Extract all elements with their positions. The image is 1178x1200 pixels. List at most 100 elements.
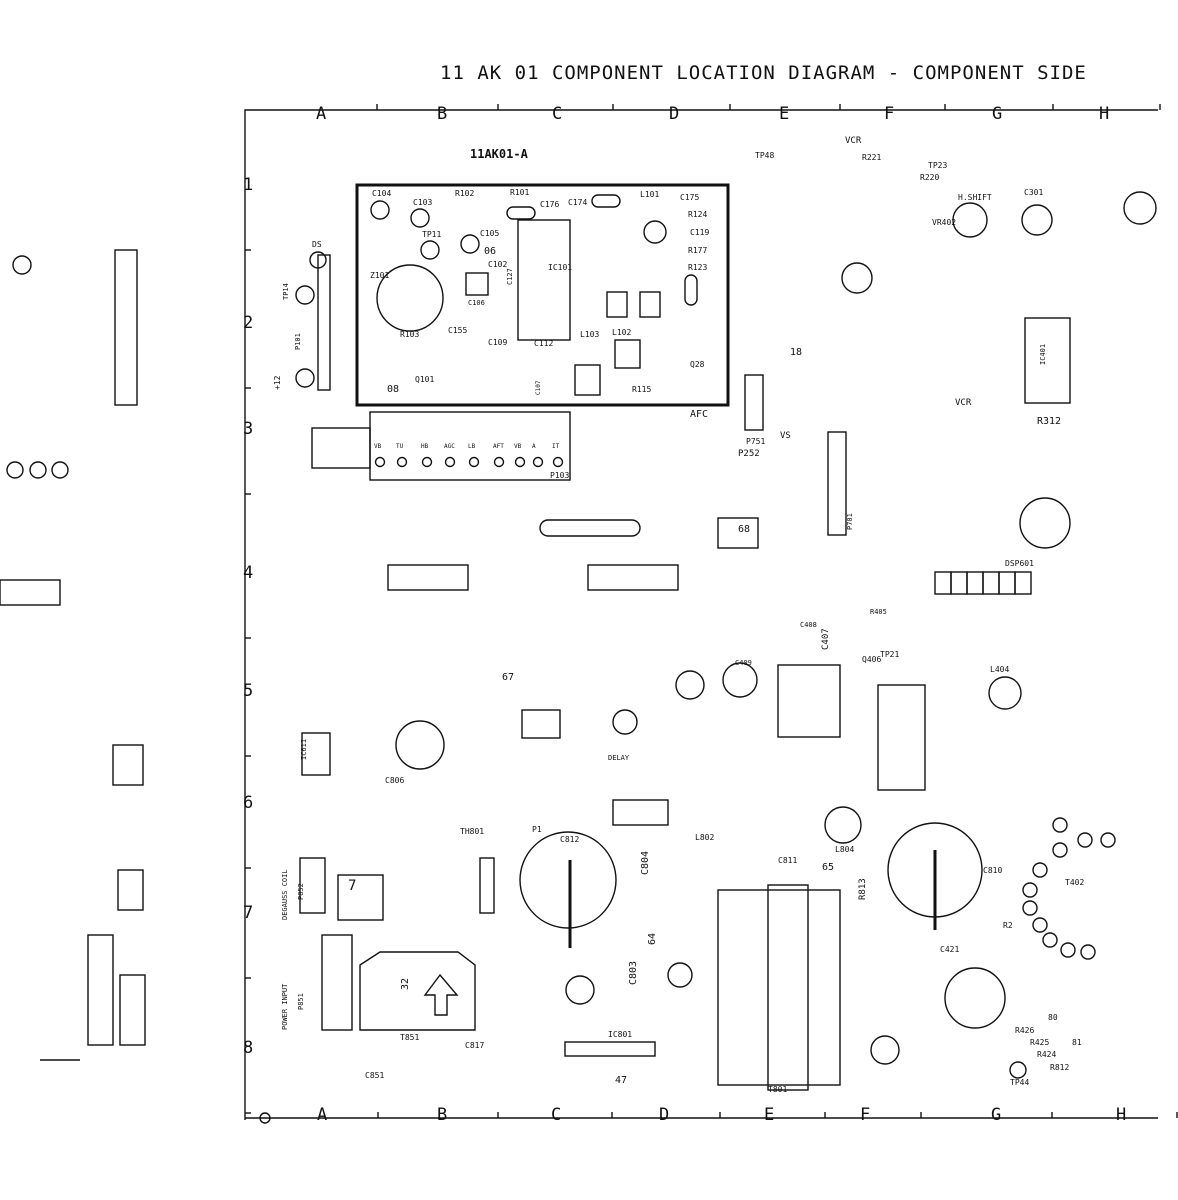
tuner-pin: [493, 456, 505, 468]
component-label: C421: [940, 945, 959, 954]
tuner-pin-label: VB: [374, 443, 382, 450]
component-label: C102: [488, 260, 507, 269]
component-label: P701: [846, 513, 854, 530]
component-label: Q406: [862, 655, 881, 664]
diagram-title: 11 AK 01 COMPONENT LOCATION DIAGRAM - CO…: [440, 62, 1087, 84]
component-label: P751: [746, 437, 765, 446]
component-label: TP14: [282, 283, 290, 300]
t851-heatsink: [359, 951, 476, 1031]
component-label: C106: [468, 299, 485, 307]
winding-pin: [1080, 944, 1096, 960]
arrow-up-icon: [423, 973, 459, 1016]
th801-box: [479, 857, 495, 914]
dsp601-pin: [982, 571, 1000, 595]
component-label: R405: [870, 608, 887, 616]
component-label: 65: [822, 862, 834, 873]
board-frame: [244, 109, 1158, 1124]
board-label: 11AK01-A: [470, 147, 529, 161]
component-label: C810: [983, 866, 1002, 875]
if-module-outline: [355, 183, 730, 407]
tuner-pin-label: AFT: [493, 443, 504, 450]
l404-circle: [988, 676, 1022, 710]
column-label-bottom: C: [551, 1105, 561, 1125]
component-label: P103: [550, 471, 569, 480]
c806-circle: [395, 720, 445, 770]
tuner-pin-label: AGC: [444, 443, 455, 450]
component-label: C109: [488, 338, 507, 347]
winding-pin: [1032, 862, 1048, 878]
component-label: R813: [858, 878, 868, 900]
component-label: DEGAUSS COIL: [281, 869, 289, 920]
c803-circle: [565, 975, 595, 1005]
tuner-pin-label: A: [532, 443, 536, 450]
l804-circle: [824, 806, 862, 844]
tuner-pin: [552, 456, 564, 468]
component-label: R124: [688, 210, 707, 219]
component-label: T402: [1065, 878, 1084, 887]
winding-pin: [1052, 842, 1068, 858]
component-label: 68: [738, 524, 750, 535]
component-label: +12: [273, 375, 282, 390]
component-label: R103: [400, 330, 419, 339]
component-label: C112: [534, 339, 553, 348]
tp11-circle: [420, 240, 440, 260]
component-label: R312: [1037, 416, 1061, 427]
row-label: 6: [243, 793, 253, 813]
t803-box: [777, 664, 841, 738]
component-label: 64: [647, 933, 658, 945]
t851-box: [337, 874, 384, 921]
component-label: TP21: [880, 650, 899, 659]
p11-box: [587, 564, 679, 591]
t402-winding-circles: [1022, 817, 1116, 960]
tp14-circle: [295, 285, 315, 305]
component-label: R123: [688, 263, 707, 272]
ds-circle: [309, 251, 327, 269]
c802-circle: [667, 962, 693, 988]
c413-circle: [841, 262, 873, 294]
component-label: IC401: [1039, 344, 1047, 365]
column-label-bottom: E: [764, 1105, 774, 1125]
component-label: R177: [688, 246, 707, 255]
component-label: 7: [348, 878, 356, 894]
p701-connector: [827, 431, 847, 536]
component-label: TH801: [460, 827, 484, 836]
c113-box: [574, 364, 601, 396]
c901-box: [521, 709, 561, 739]
tuner-pin: [444, 456, 456, 468]
component-label: R812: [1050, 1063, 1069, 1072]
tuner-pin-label: IT: [552, 443, 560, 450]
component-label: Q28: [690, 360, 705, 369]
c301-circle: [1021, 204, 1053, 236]
component-label: L804: [835, 845, 854, 854]
c121-circle: [643, 220, 667, 244]
component-label: TP48: [755, 151, 774, 160]
p751-connector: [744, 374, 764, 431]
component-label: P851: [297, 993, 305, 1010]
winding-pin: [1052, 817, 1068, 833]
winding-pin: [1100, 832, 1116, 848]
column-label-top: E: [779, 104, 789, 124]
component-label: L404: [990, 665, 1009, 674]
component-label: AFC: [690, 409, 708, 420]
component-label: TP23: [928, 161, 947, 170]
tuner-pin: [514, 456, 526, 468]
component-label: TP44: [1010, 1078, 1029, 1087]
dsp601-pin: [966, 571, 984, 595]
component-label: POWER INPUT: [281, 983, 289, 1030]
p851-connector: [321, 934, 353, 1031]
tuner-pin: [374, 456, 386, 468]
ic101-body: [517, 219, 571, 341]
tp-circle: [295, 368, 315, 388]
winding-pin: [1060, 942, 1076, 958]
component-label: C176: [540, 200, 559, 209]
component-label: R426: [1015, 1026, 1034, 1035]
t402-box: [877, 684, 926, 791]
component-label: 08: [387, 384, 399, 395]
component-label: C174: [568, 198, 587, 207]
l105-box: [639, 291, 661, 318]
ic401-body: [1024, 317, 1071, 404]
ic801-strip: [564, 1041, 656, 1057]
